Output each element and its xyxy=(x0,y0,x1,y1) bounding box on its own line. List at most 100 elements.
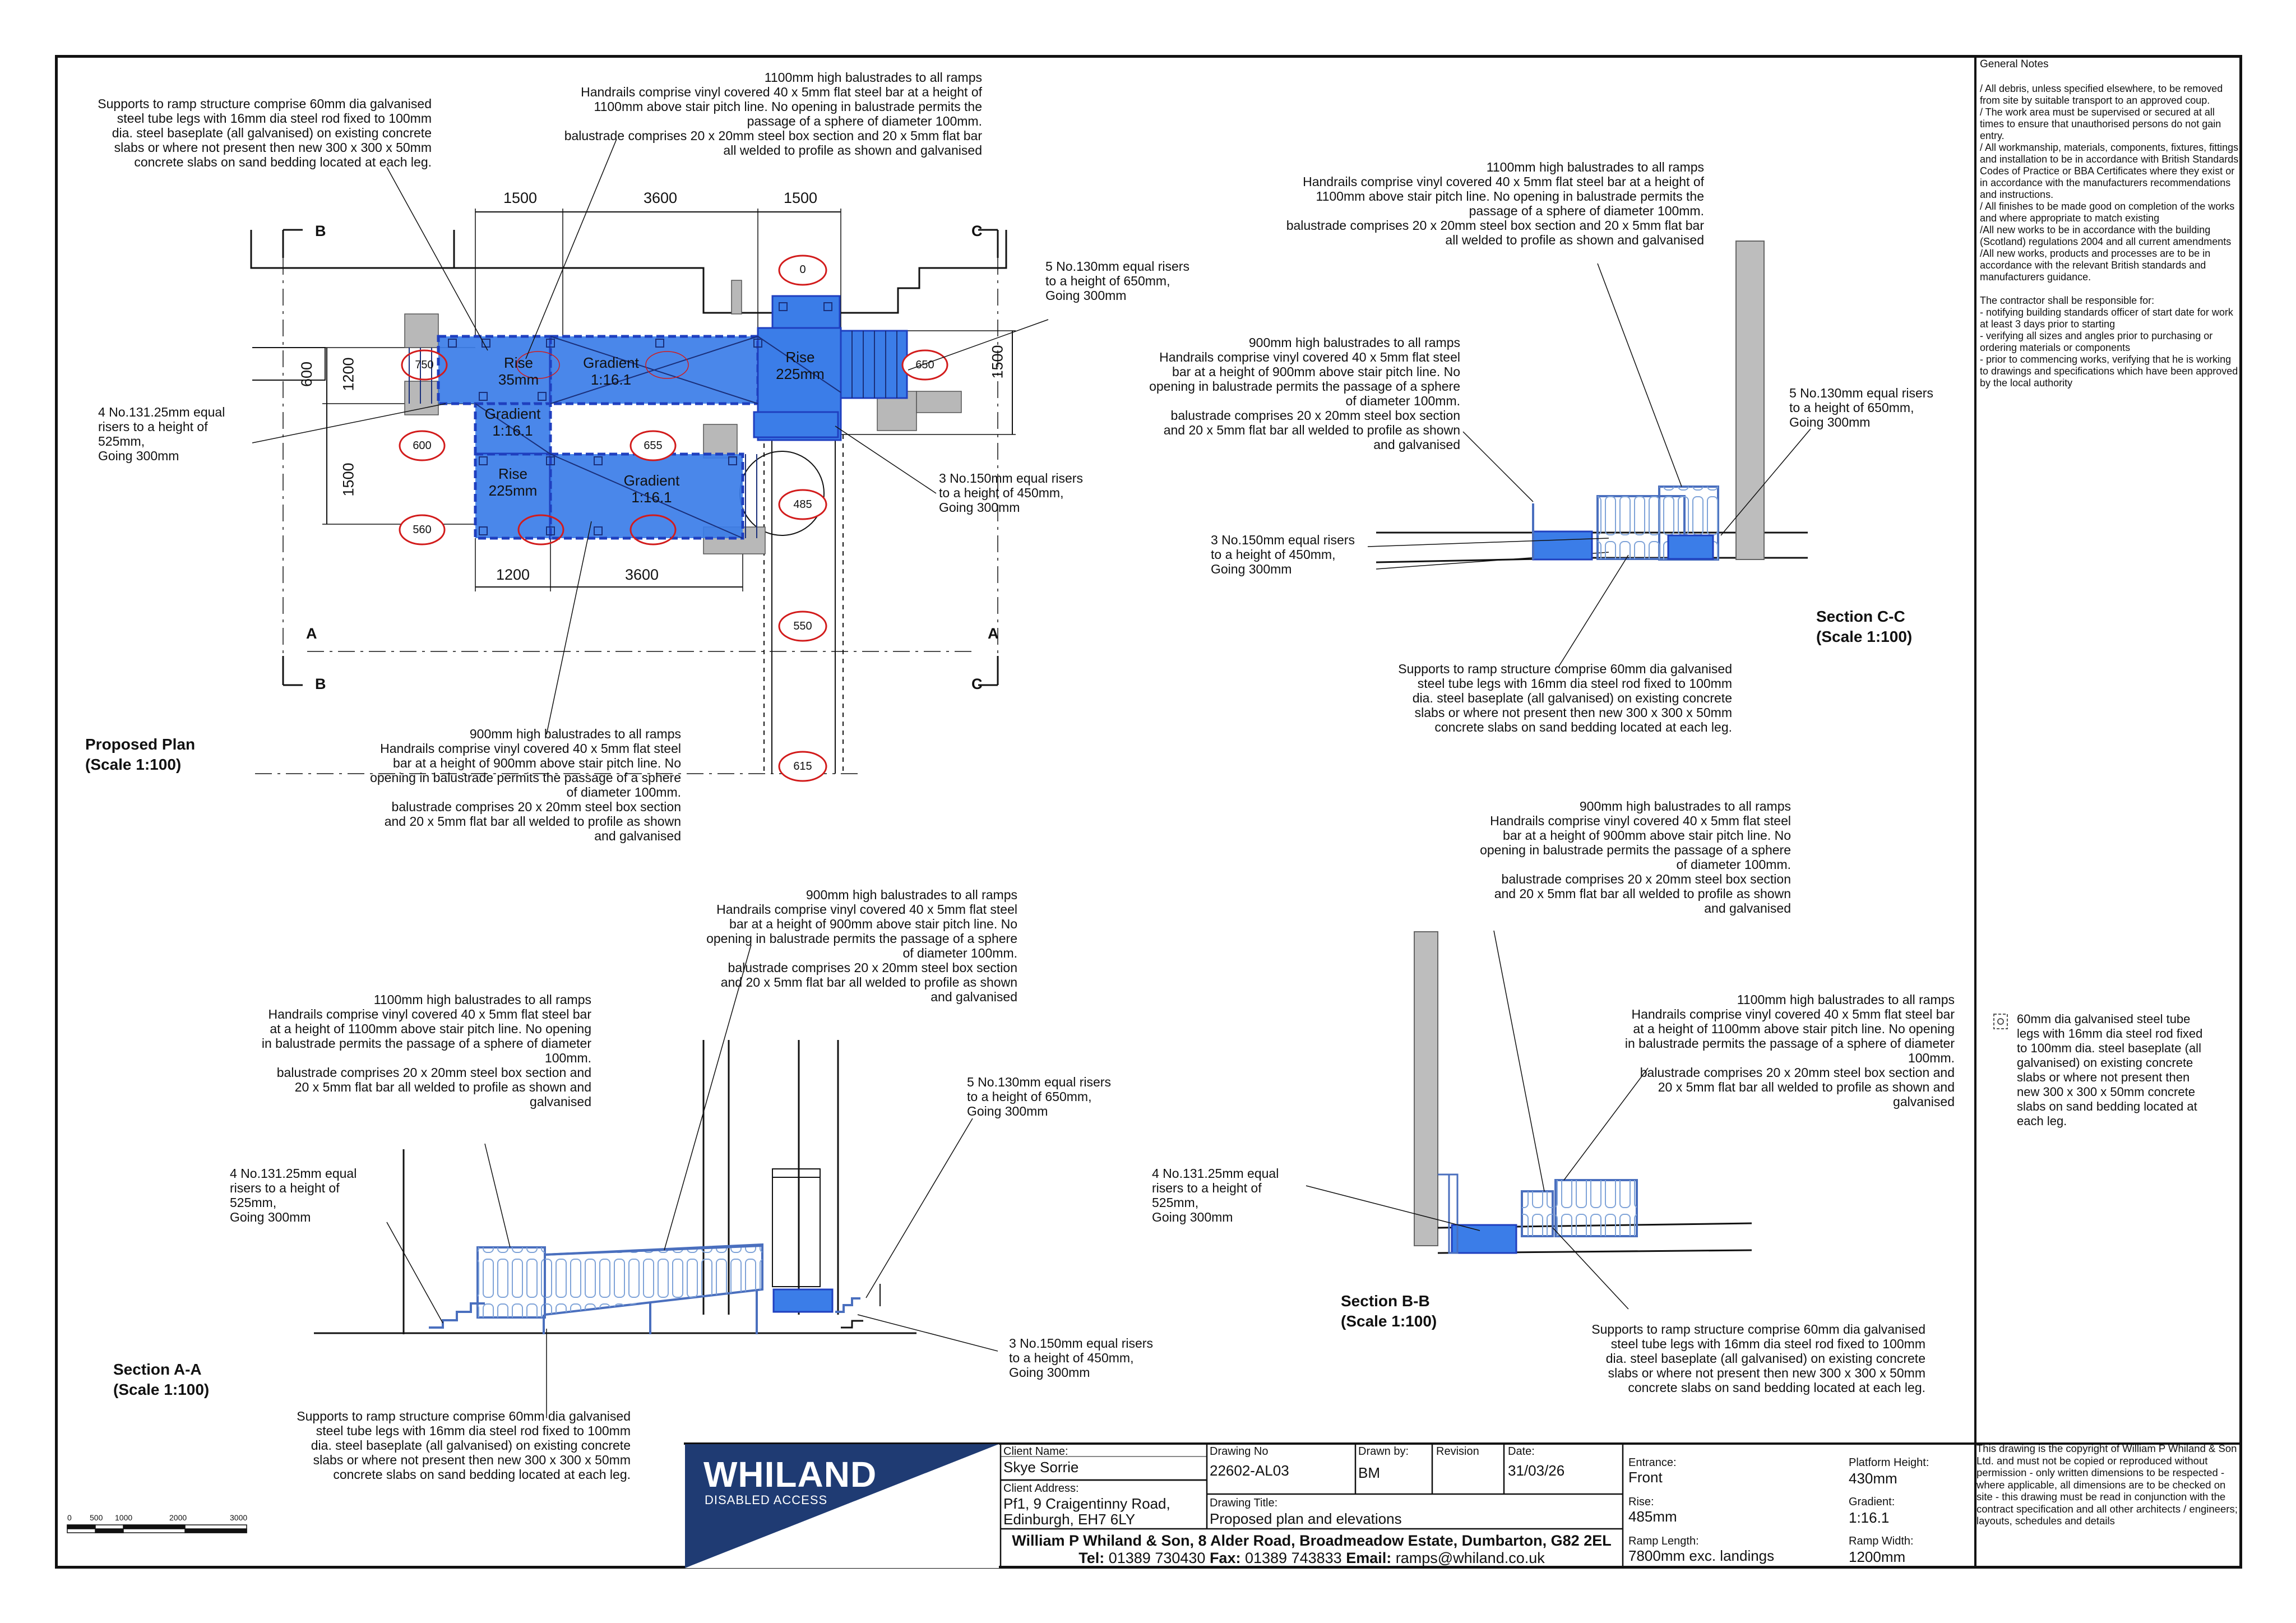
scale-label-1000: 1000 xyxy=(115,1513,133,1522)
date: 31/03/26 xyxy=(1508,1462,1565,1479)
note-balustrade-900-cc: 900mm high balustrades to all ramps Hand… xyxy=(1149,335,1460,452)
scale-label-2000: 2000 xyxy=(169,1513,187,1522)
note-balustrade-1100-bb: 1100mm high balustrades to all ramps Han… xyxy=(1624,992,1955,1109)
general-notes-body: / All debris, unless specified elsewhere… xyxy=(1980,83,2239,389)
plan-stair-lines xyxy=(409,331,897,539)
ramp-label-rise-225-a: Rise 225mm xyxy=(776,349,825,382)
rise: 485mm xyxy=(1628,1508,1677,1525)
notes-column xyxy=(1974,55,2242,1569)
level-655: 655 xyxy=(644,440,663,452)
drawn-by: BM xyxy=(1358,1464,1380,1481)
note-risers-131-plan: 4 No.131.25mm equal risers to a height o… xyxy=(98,405,225,463)
section-mark-c-top: C xyxy=(971,223,983,239)
ramp-label-gradient-1: Gradient 1:16.1 xyxy=(583,354,639,388)
date-label: Date: xyxy=(1508,1445,1535,1458)
company-address: William P Whiland & Son, 8 Alder Road, B… xyxy=(1001,1532,1623,1567)
client-name-label: Client Name: xyxy=(1003,1445,1068,1458)
logo-subtitle: DISABLED ACCESS xyxy=(705,1493,828,1507)
ramp-width-label: Ramp Width: xyxy=(1849,1535,1914,1547)
level-750: 750 xyxy=(415,359,434,371)
copyright-note: This drawing is the copyright of William… xyxy=(1976,1442,2241,1527)
note-supports-aa: Supports to ramp structure comprise 60mm… xyxy=(297,1409,631,1482)
dim-left-1500: 1500 xyxy=(340,463,357,497)
section-bb-ramp xyxy=(1438,1173,1638,1254)
note-risers-131-bb: 4 No.131.25mm equal risers to a height o… xyxy=(1152,1166,1279,1224)
level-650: 650 xyxy=(915,359,934,371)
logo-wordmark: WHILAND xyxy=(703,1454,877,1495)
note-risers-150-plan: 3 No.150mm equal risers to a height of 4… xyxy=(939,471,1083,515)
support-leg-legend-text: 60mm dia galvanised steel tube legs with… xyxy=(2017,1012,2206,1128)
section-aa-ramp xyxy=(429,1243,863,1334)
drawing-no: 22602-AL03 xyxy=(1210,1462,1289,1479)
drawing-title: Proposed plan and elevations xyxy=(1210,1510,1402,1527)
section-cc-leaders xyxy=(1367,263,1811,668)
note-risers-130-aa: 5 No.130mm equal risers to a height of 6… xyxy=(967,1075,1111,1118)
dim-left-600: 600 xyxy=(298,361,316,387)
level-550: 550 xyxy=(793,620,812,632)
level-600: 600 xyxy=(413,440,432,452)
ramp-label-rise-225-b: Rise 225mm xyxy=(488,465,538,499)
client-address-label: Client Address: xyxy=(1003,1482,1079,1495)
gradient: 1:16.1 xyxy=(1849,1509,1890,1526)
section-mark-b-top: B xyxy=(315,223,326,239)
section-bb-linework xyxy=(1414,931,1752,1254)
section-mark-a-right: A xyxy=(988,625,999,642)
note-balustrade-900-bb: 900mm high balustrades to all ramps Hand… xyxy=(1480,799,1791,915)
ramp-width: 1200mm xyxy=(1849,1548,1906,1565)
platform-height-label: Platform Height: xyxy=(1849,1456,1929,1469)
drawing-title-label: Drawing Title: xyxy=(1210,1497,1278,1509)
tel-label: Tel: xyxy=(1078,1550,1105,1566)
platform-height: 430mm xyxy=(1849,1470,1897,1487)
plan-slabs xyxy=(404,280,962,554)
contact-line: Tel: 01389 730430 Fax: 01389 743833 Emai… xyxy=(1001,1550,1623,1567)
title-proposed-plan: Proposed Plan (Scale 1:100) xyxy=(85,736,196,773)
plan-level-rings xyxy=(399,255,948,782)
scale-bar-graphic xyxy=(67,1524,247,1533)
note-supports-cc: Supports to ramp structure comprise 60mm… xyxy=(1398,662,1732,734)
fax-label: Fax: xyxy=(1209,1550,1241,1566)
title-section-cc: Section C-C (Scale 1:100) xyxy=(1816,608,1913,645)
note-risers-150-aa: 3 No.150mm equal risers to a height of 4… xyxy=(1009,1336,1153,1380)
note-balustrade-900-aa: 900mm high balustrades to all ramps Hand… xyxy=(706,887,1017,1004)
entrance: Front xyxy=(1628,1469,1663,1486)
note-balustrade-1100-cc: 1100mm high balustrades to all ramps Han… xyxy=(1286,160,1704,247)
note-risers-130-plan: 5 No.130mm equal risers to a height of 6… xyxy=(1045,259,1189,303)
title-block-grid xyxy=(999,1444,1624,1569)
drawn-by-label: Drawn by: xyxy=(1358,1445,1409,1458)
note-supports-plan: Supports to ramp structure comprise 60mm… xyxy=(98,96,432,169)
ramp-label-gradient-2: Gradient 1:16.1 xyxy=(484,405,541,439)
scale-label-500: 500 xyxy=(90,1513,103,1522)
support-leg-legend-icon xyxy=(1993,1014,2008,1029)
note-balustrade-1100-plan: 1100mm high balustrades to all ramps Han… xyxy=(564,70,982,158)
note-risers-130-cc: 5 No.130mm equal risers to a height of 6… xyxy=(1789,386,1933,429)
sheet-border xyxy=(55,55,2242,1569)
client-name: Skye Sorrie xyxy=(1003,1459,1079,1476)
note-risers-131-aa: 4 No.131.25mm equal risers to a height o… xyxy=(230,1166,357,1224)
title-block xyxy=(684,1442,1974,1571)
email-label: Email: xyxy=(1346,1550,1392,1566)
gradient-label: Gradient: xyxy=(1849,1496,1895,1508)
plan-leaders xyxy=(252,138,1049,735)
email: ramps@whiland.co.uk xyxy=(1395,1550,1545,1566)
level-615: 615 xyxy=(793,760,812,773)
scale-label-3000: 3000 xyxy=(230,1513,248,1522)
section-mark-b-bottom: B xyxy=(315,676,326,692)
ramp-length: 7800mm exc. landings xyxy=(1628,1547,1775,1564)
section-mark-c-bottom: C xyxy=(971,676,983,692)
revision-label: Revision xyxy=(1436,1445,1479,1458)
section-cc-ramp xyxy=(1532,485,1719,561)
title-section-bb: Section B-B (Scale 1:100) xyxy=(1341,1292,1437,1330)
client-address: Pf1, 9 Craigentinny Road, Edinburgh, EH7… xyxy=(1003,1495,1170,1528)
level-560: 560 xyxy=(413,524,432,536)
drawing-no-label: Drawing No xyxy=(1210,1445,1269,1458)
tel: 01389 730430 xyxy=(1108,1550,1206,1566)
ramp-label-gradient-3: Gradient 1:16.1 xyxy=(623,472,680,506)
level-485: 485 xyxy=(793,498,812,511)
company-line: William P Whiland & Son, 8 Alder Road, B… xyxy=(1012,1532,1612,1549)
note-balustrade-1100-aa: 1100mm high balustrades to all ramps Han… xyxy=(261,992,591,1109)
level-0: 0 xyxy=(799,263,806,276)
rise-label: Rise: xyxy=(1628,1496,1654,1508)
ramp-label-rise-35: Rise 35mm xyxy=(498,354,539,388)
